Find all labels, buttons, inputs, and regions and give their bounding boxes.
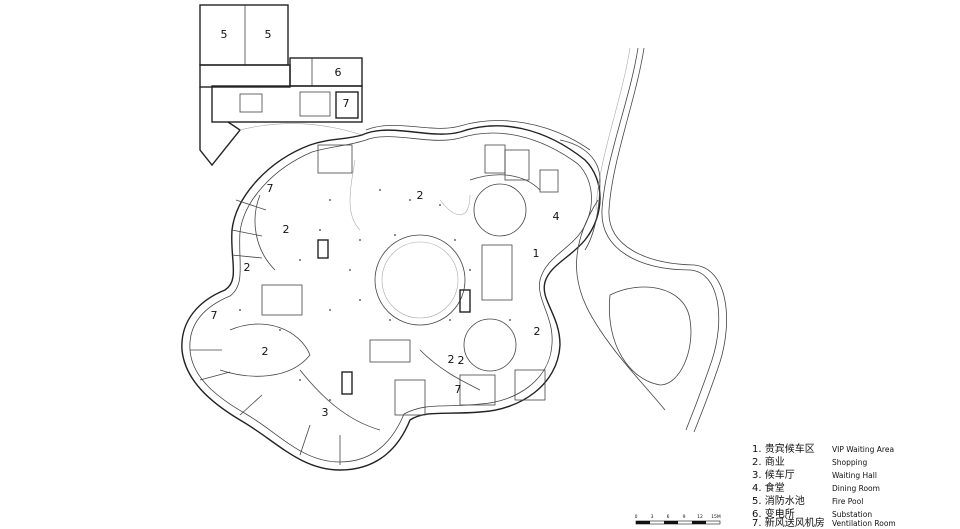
legend-item-cn: 2. 商业	[752, 455, 785, 468]
room-label: 2	[244, 261, 251, 274]
room-label: 7	[211, 309, 218, 322]
room-label: 7	[343, 97, 350, 110]
room-label: 5	[221, 28, 228, 41]
room-label: 2	[534, 325, 541, 338]
legend-item-en: Dining Room	[832, 484, 880, 493]
legend-item-en: Substation	[832, 510, 872, 519]
legend-item-en: Ventilation Room	[832, 519, 896, 528]
room-label: 1	[533, 247, 540, 260]
room-label: 5	[265, 28, 272, 41]
scale-tick: 0	[635, 514, 638, 520]
annex-block	[199, 4, 363, 167]
room-labels: 5 5 6 7 7 2 2 4 2 1 7 2 2 2 3 7 2	[211, 28, 560, 419]
room-label: 4	[553, 210, 560, 223]
room-label: 2	[448, 353, 455, 366]
legend-item-en: Waiting Hall	[832, 471, 877, 480]
legend-item-cn: 6. 变电所	[752, 507, 795, 520]
perimeter-partitions	[190, 144, 559, 465]
legend-item-en: Shopping	[832, 458, 867, 467]
room-label: 7	[455, 383, 462, 396]
legend-item-cn: 5. 消防水池	[752, 494, 805, 507]
room-label: 2	[417, 189, 424, 202]
column-grid	[239, 189, 511, 401]
legend-item-cn: 1. 贵宾候车区	[752, 442, 815, 455]
legend-item-cn: 7. 新风送风机房	[752, 516, 825, 529]
scale-tick: 9	[683, 514, 686, 520]
room-label: 3	[322, 406, 329, 419]
room-label: 2	[458, 354, 465, 367]
legend: 1. 贵宾候车区 VIP Waiting Area 2. 商业 Shopping…	[752, 442, 896, 529]
scale-tick: 6	[667, 514, 670, 520]
main-building-outline	[181, 125, 601, 471]
legend-item-en: Fire Pool	[832, 497, 863, 506]
legend-item-cn: 4. 食堂	[752, 481, 785, 494]
interior-courts	[219, 159, 541, 431]
room-label: 2	[262, 345, 269, 358]
room-label: 6	[335, 66, 342, 79]
scale-tick: 3	[651, 514, 654, 520]
scale-tick: 12	[697, 514, 703, 520]
room-label: 2	[283, 223, 290, 236]
scale-bar: 0 3 6 9 12 15M	[635, 514, 721, 525]
legend-item-cn: 3. 候车厅	[752, 468, 795, 481]
legend-item-en: VIP Waiting Area	[832, 445, 894, 454]
scale-tick: 15M	[711, 514, 721, 520]
roads	[365, 47, 727, 433]
room-label: 7	[267, 182, 274, 195]
